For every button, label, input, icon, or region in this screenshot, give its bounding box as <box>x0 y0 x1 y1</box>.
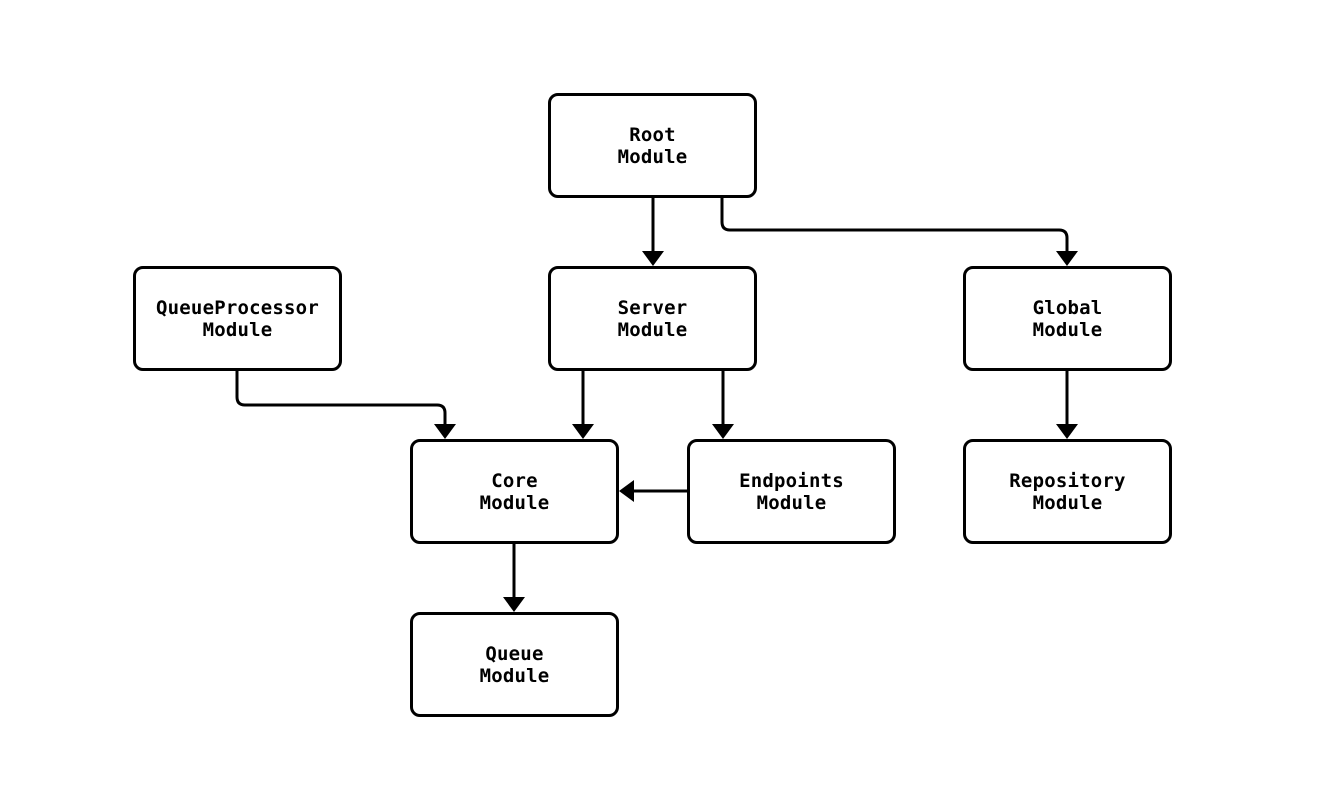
node-label-line: Root <box>629 123 676 146</box>
node-label-line: Module <box>1032 318 1103 341</box>
node-label-line: Module <box>1032 491 1103 514</box>
arrowhead-root-to-server <box>642 251 664 266</box>
node-label-line: Core <box>491 469 538 492</box>
node-label-line: Module <box>617 318 688 341</box>
edge-root-to-global <box>720 198 1069 251</box>
arrowhead-global-to-repository <box>1056 424 1078 439</box>
node-label-line: Module <box>202 318 273 341</box>
node-label-line: Queue <box>485 642 544 665</box>
arrowhead-root-to-global <box>1056 251 1078 266</box>
arrowhead-queueprocessor-to-core <box>434 424 456 439</box>
node-label-line: QueueProcessor <box>156 296 319 319</box>
node-label-line: Global <box>1032 296 1103 319</box>
arrowhead-core-to-queue <box>503 597 525 612</box>
node-label-line: Repository <box>1009 469 1126 492</box>
edge-queueprocessor-to-core <box>235 371 447 424</box>
node-label-line: Module <box>479 491 550 514</box>
node-label-line: Module <box>617 145 688 168</box>
node-label-line: Endpoints <box>739 469 844 492</box>
node-label-line: Module <box>756 491 827 514</box>
node-label-line: Server <box>617 296 688 319</box>
arrowhead-server-to-core <box>572 424 594 439</box>
arrowhead-server-to-endpoints <box>712 424 734 439</box>
arrowhead-endpoints-to-core <box>619 480 634 502</box>
node-label-line: Module <box>479 664 550 687</box>
